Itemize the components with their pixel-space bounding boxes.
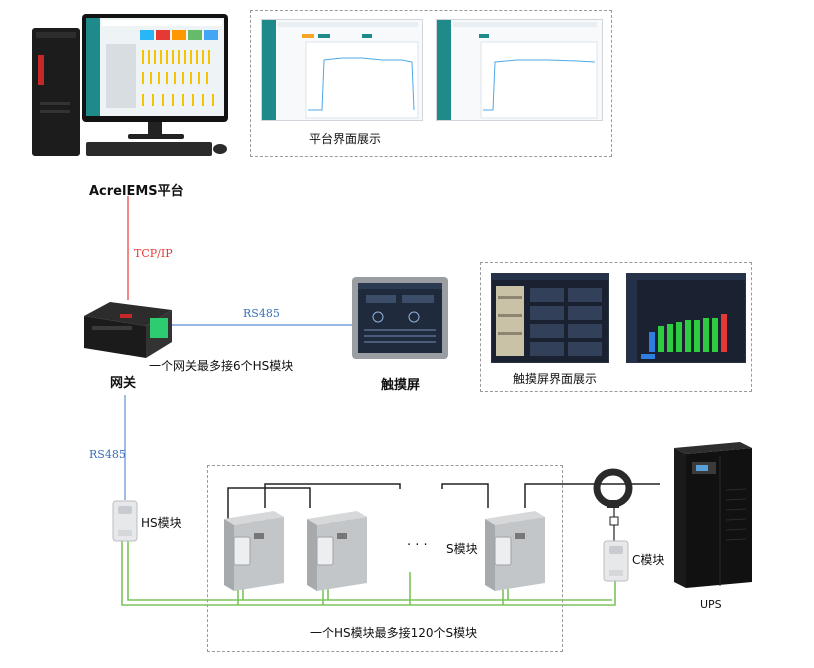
touchscreen-ui-caption: 触摸屏界面展示	[513, 372, 598, 386]
touchscreen-device	[352, 277, 448, 359]
desktop-computer-icon	[32, 14, 228, 156]
c-module-label: C模块	[632, 553, 665, 567]
battery-icon	[307, 511, 367, 591]
battery-group	[207, 465, 563, 652]
gateway-label: 网关	[110, 376, 137, 391]
tcpip-label: TCP/IP	[134, 247, 173, 260]
platform-ui-showcase: 平台界面展示	[250, 10, 612, 157]
touchscreen-ui-screenshot-2	[626, 273, 746, 363]
battery-top-wires	[227, 483, 660, 520]
platform-name: AcrelEMS平台	[89, 184, 184, 199]
touchscreen-label: 触摸屏	[381, 378, 421, 393]
battery-1	[220, 505, 288, 595]
hs-module-label: HS模块	[141, 516, 182, 530]
gateway-device	[80, 296, 175, 361]
touchscreen-device-icon	[352, 277, 448, 359]
ups-label: UPS	[700, 598, 722, 611]
rs485-label-vertical: RS485	[89, 448, 126, 461]
touchscreen-ui-showcase: 触摸屏界面展示	[480, 262, 752, 392]
ups-cabinet-icon	[674, 442, 752, 588]
platform-ui-screenshot-1	[261, 19, 423, 121]
gateway-device-icon	[84, 302, 172, 358]
platform-ui-caption: 平台界面展示	[309, 132, 382, 146]
computer-illustration	[30, 10, 230, 160]
rs485-label-horizontal: RS485	[243, 307, 280, 320]
sensor-lead	[609, 507, 619, 541]
battery-2	[303, 505, 371, 595]
current-sensor-icon	[593, 468, 633, 508]
platform-ui-screenshot-2	[436, 19, 603, 121]
touchscreen-ui-screenshot-1	[491, 273, 609, 363]
current-sensor	[593, 468, 633, 508]
gateway-note: 一个网关最多接6个HS模块	[149, 359, 294, 373]
ups-cabinet	[670, 440, 755, 590]
s-module-label: S模块	[446, 542, 478, 556]
battery-icon	[224, 511, 284, 591]
hs-capacity-note: 一个HS模块最多接120个S模块	[310, 626, 478, 640]
c-module-device-icon	[603, 540, 629, 582]
hs-module-device-icon	[112, 500, 138, 542]
ellipsis: · · ·	[407, 538, 428, 553]
battery-icon	[485, 511, 545, 591]
battery-3	[481, 505, 549, 595]
c-module-device	[603, 540, 629, 582]
hs-module-device	[112, 500, 138, 542]
